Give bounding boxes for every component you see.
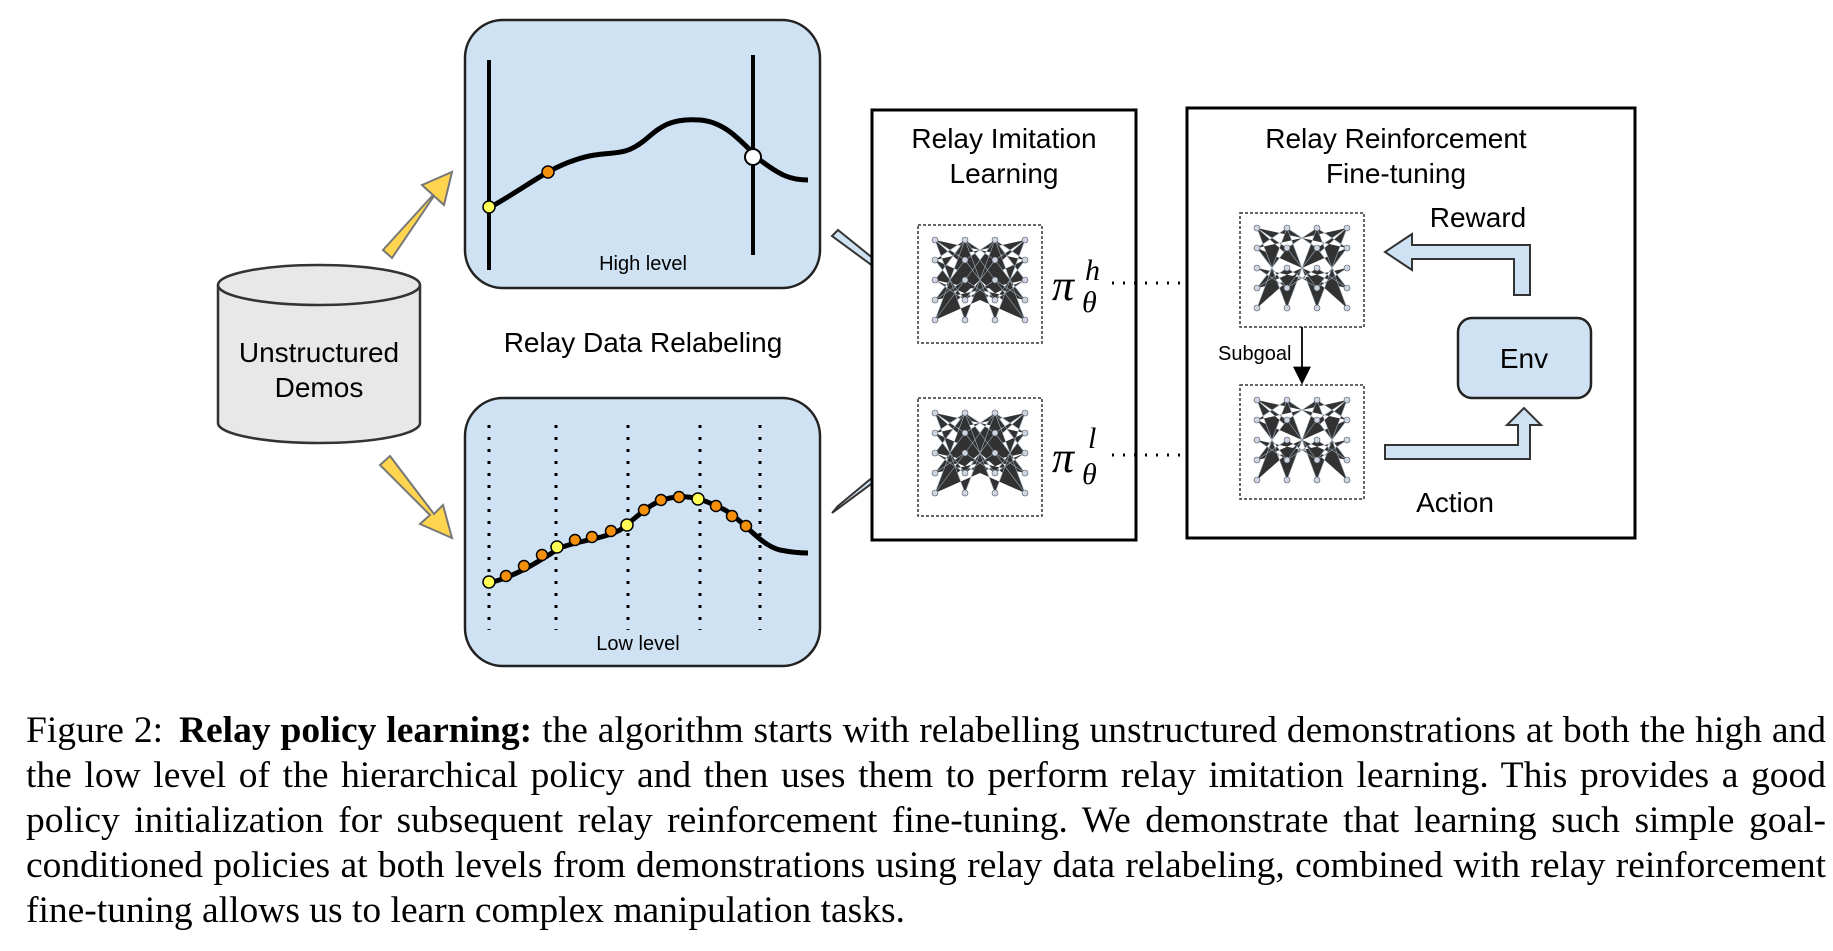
low-level-points: [482, 490, 753, 589]
imitation-title-line1: Relay Imitation: [911, 123, 1096, 154]
database-label-line1: Unstructured: [239, 337, 399, 368]
arrow-to-high-level: [381, 170, 454, 260]
finetune-network-high: [1239, 212, 1365, 328]
high-level-panel: High level: [463, 18, 822, 290]
high-level-label: High level: [599, 253, 687, 275]
action-label: Action: [1416, 487, 1494, 518]
policy-low-superscript: l: [1088, 422, 1096, 455]
imitation-title-line2: Learning: [950, 158, 1059, 189]
subgoal-label: Subgoal: [1218, 343, 1291, 365]
caption-figure-label: Figure 2:: [26, 710, 164, 751]
imitation-box: Relay Imitation Learning: [870, 108, 1138, 542]
policy-high-superscript: h: [1085, 254, 1100, 287]
policy-low-subscript: θ: [1082, 458, 1097, 491]
network-low: [917, 397, 1043, 517]
reward-label: Reward: [1430, 202, 1526, 233]
reward-arrow: [1383, 232, 1531, 296]
policy-low-symbol: π: [1052, 433, 1076, 482]
finetune-box: Relay Reinforcement Fine-tuning: [1185, 106, 1637, 540]
figure-caption: Figure 2: Relay policy learning: the alg…: [26, 708, 1826, 933]
figure-diagram: Unstructured Demos High level Relay Data…: [216, 18, 1637, 668]
env-box: [1456, 316, 1593, 400]
arrow-to-low-level: [378, 454, 454, 540]
database-label-line2: Demos: [275, 372, 364, 403]
env-label: Env: [1500, 343, 1548, 374]
low-level-panel: Low level: [463, 396, 822, 668]
network-high: [917, 224, 1043, 344]
relabeling-label: Relay Data Relabeling: [504, 327, 783, 358]
caption-title: Relay policy learning:: [178, 710, 533, 751]
policy-high-symbol: π: [1052, 261, 1076, 310]
low-level-label: Low level: [596, 633, 679, 655]
finetune-title-line2: Fine-tuning: [1326, 158, 1466, 189]
caption-text: the algorithm starts with relabelling un…: [26, 710, 1827, 931]
action-arrow: [1384, 406, 1544, 460]
finetune-network-low: [1239, 384, 1365, 500]
policy-high-subscript: θ: [1082, 286, 1097, 319]
finetune-title-line1: Relay Reinforcement: [1265, 123, 1527, 154]
database-cylinder: Unstructured Demos: [216, 263, 422, 445]
